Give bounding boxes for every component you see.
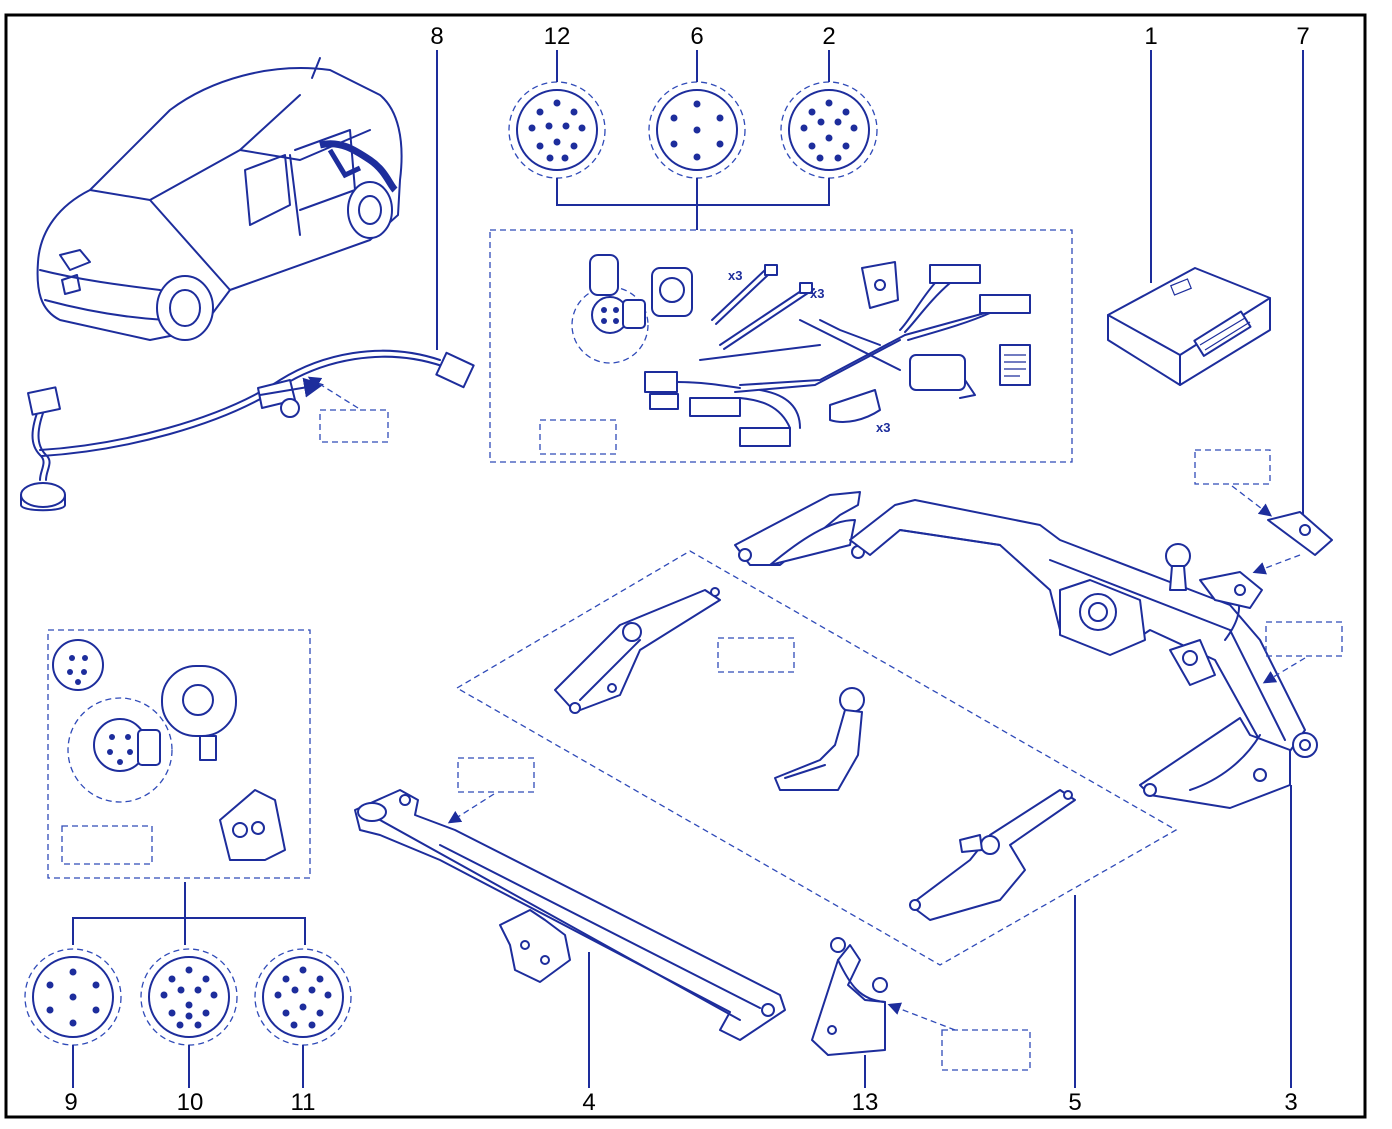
callout-6: 6 <box>690 23 703 50</box>
callout-9: 9 <box>64 1089 77 1116</box>
svg-text:x3: x3 <box>728 268 742 283</box>
callout-12: 12 <box>544 23 571 50</box>
svg-text:x3: x3 <box>810 286 824 301</box>
part-1-electronic-module <box>1107 267 1271 386</box>
detachable-kit-group <box>455 550 1178 966</box>
part-7-bracket <box>1199 511 1333 609</box>
part-8-wiring-harness <box>20 349 475 512</box>
connector-face-13-pin-b <box>140 948 238 1046</box>
ref-box-towbar <box>1265 621 1343 657</box>
callout-8: 8 <box>430 23 443 50</box>
ref-box-detachable <box>717 637 795 673</box>
diagram-frame <box>4 13 1367 1119</box>
callout-1: 1 <box>1144 23 1157 50</box>
connector-face-12-pin-b <box>254 948 352 1046</box>
wiring-kit-group <box>489 229 1073 463</box>
wiring-kit-contents: x3 x3 x3 <box>571 254 1031 447</box>
callout-5: 5 <box>1068 1089 1081 1116</box>
part-5-detachable-kit <box>554 587 1076 921</box>
socket-kit-group <box>47 629 311 879</box>
ref-box-bracket <box>1194 449 1271 485</box>
ref-box-wiring-kit <box>539 419 617 455</box>
part-4-fixed-tow-bar <box>354 789 786 1041</box>
ref-box-harness <box>319 409 389 443</box>
svg-text:x3: x3 <box>876 420 890 435</box>
ref-box-fixed-bar <box>457 757 535 793</box>
part-13-mounting-bracket <box>811 937 888 1056</box>
connector-face-7-pin <box>24 948 122 1046</box>
callout-7: 7 <box>1296 23 1309 50</box>
connector-face-12-pin <box>508 81 606 179</box>
ref-box-bracket-13 <box>941 1029 1031 1071</box>
callout-4: 4 <box>582 1089 595 1116</box>
callout-10: 10 <box>177 1089 204 1116</box>
callout-13: 13 <box>852 1089 879 1116</box>
connector-face-6-pin <box>648 81 746 179</box>
socket-kit-contents <box>52 639 286 861</box>
part-3-tow-bar-assembly <box>734 491 1318 809</box>
callout-11: 11 <box>291 1089 316 1116</box>
ref-box-socket-kit <box>61 825 153 865</box>
vehicle-illustration <box>36 57 403 341</box>
connector-face-13-pin <box>780 81 878 179</box>
callout-2: 2 <box>822 23 835 50</box>
callout-3: 3 <box>1284 1089 1297 1116</box>
